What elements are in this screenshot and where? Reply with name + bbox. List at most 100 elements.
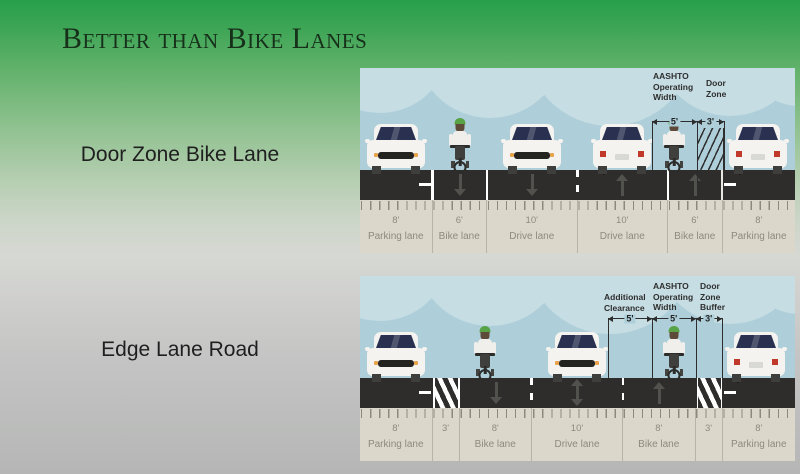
lane-cell: 6' Bike lane [668,200,723,253]
dashed-lane-line [621,378,625,408]
lane-width-label: 3' [704,423,713,434]
lane-cell: 10' Drive lane [487,200,578,253]
lane-cell: 8' Parking lane [723,200,796,253]
lane-name-label: Bike lane [438,231,480,242]
parking-tee-marking [419,183,431,186]
dimension-value: 3' [704,116,717,126]
diagram-edge-lane-road: Additional Clearance AASHTO Operating Wi… [360,276,795,461]
car-rear-icon [725,332,787,383]
lane-width-label: 10' [570,423,584,434]
arrow-down-icon [490,382,502,404]
dimension-aashto-width: 5' [652,314,696,323]
lane-cell: 3' [433,408,460,461]
dimension-value: 3' [703,313,715,323]
lane-width-label: 8' [392,423,400,434]
lane-name-label: Drive lane [509,231,555,242]
lane-width-label: 6' [691,215,699,226]
lane-cell: 8' Parking lane [723,408,796,461]
lane-cell: 10' Drive lane [578,200,668,253]
lane-width-label: 10' [616,215,629,226]
cyclist-icon [661,118,687,174]
car-front-icon [365,332,427,382]
lane-width-label: 3' [441,423,450,434]
lane-width-label: 8' [755,215,763,226]
arrow-down-icon [454,174,466,196]
dimension-extension-line [697,121,699,202]
slide-title: Better than Bike Lanes [62,22,368,55]
lane-name-label: Parking lane [730,231,787,242]
annotation-aashto: AASHTO Operating Width [653,281,694,313]
parking-tee-marking [419,391,431,394]
cyclist-icon [661,326,687,382]
dimension-value: 5' [624,313,636,323]
lane-cell: 8' Parking lane [360,200,433,253]
lane-name-label: Bike lane [474,439,516,450]
lane-cell: 8' Bike lane [623,408,696,461]
car-front-icon [365,124,427,174]
row-label-edge-lane: Edge Lane Road [101,338,259,361]
arrow-down-icon [526,174,538,196]
lane-name-label: Drive lane [554,439,600,450]
door-zone-hatch [697,128,724,170]
buffer-hatch-marking [432,378,460,408]
dashed-lane-line [530,378,533,408]
lane-width-label: 8' [655,423,663,434]
ruler-strip: 8' Parking lane 6' Bike lane 10' Drive l… [360,200,795,253]
dimension-extension-line [722,318,724,410]
lane-cell: 8' Parking lane [360,408,433,461]
lane-name-label: Bike lane [674,231,716,242]
lane-name-label: Parking lane [730,439,787,450]
dimension-extension-line [723,121,725,170]
lane-name-label: Parking lane [367,231,424,242]
lane-cell: 3' [696,408,723,461]
annotation-aashto: AASHTO Operating Width [653,71,694,103]
annotation-door-zone: Door Zone [706,78,727,99]
parking-tee-marking [723,183,736,186]
row-label-door-zone: Door Zone Bike Lane [80,143,280,166]
dimension-value: 5' [668,116,681,126]
car-rear-icon [727,124,789,175]
arrow-up-down-icon [571,379,583,406]
ruler-ticks [361,409,795,418]
lane-width-label: 6' [455,215,463,226]
dimension-door-zone-buffer-width: 3' [695,313,722,323]
lane-width-label: 10' [525,215,538,226]
car-rear-icon [591,124,653,175]
dimension-extension-line [695,318,697,410]
annotation-additional-clearance: Additional Clearance [604,292,646,313]
ruler-ticks [361,201,795,210]
lane-cell: 8' Bike lane [460,408,532,461]
dimension-extension-line [652,318,654,410]
dimension-extension-line [608,318,610,410]
cyclist-icon [447,118,473,174]
lane-name-label: Bike lane [638,439,680,450]
center-dashed-line [576,170,579,200]
car-front-icon [546,332,608,382]
lane-width-label: 8' [491,423,499,434]
lane-width-label: 8' [392,215,400,226]
buffer-hatch-marking [695,378,723,408]
diagram-door-zone-bike-lane: AASHTO Operating Width Door Zone 5' 3' 8… [360,68,795,253]
lane-name-label: Drive lane [599,231,645,242]
lane-width-label: 8' [755,423,763,434]
ruler-strip: 8' Parking lane 3' 8' Bike lane 10' Driv… [360,408,795,461]
lane-line [485,170,489,200]
dimension-door-zone-width: 3' [697,117,724,126]
arrow-up-icon [616,174,628,196]
arrow-up-icon [653,382,665,404]
lane-cell: 10' Drive lane [532,408,623,461]
dimension-value: 5' [668,313,680,323]
cyclist-icon [472,326,498,382]
annotation-door-zone-buffer: Door Zone Buffer [700,281,726,313]
dimension-additional-clearance: 5' [608,314,652,323]
car-front-icon [501,124,563,174]
lane-line [666,170,670,200]
lane-name-label: Parking lane [367,439,424,450]
parking-tee-marking [724,391,736,394]
lane-line [721,170,724,200]
dimension-extension-line [652,121,654,202]
arrow-up-icon [689,174,701,196]
dimension-aashto-width: 5' [652,117,697,126]
lane-cell: 6' Bike lane [433,200,487,253]
